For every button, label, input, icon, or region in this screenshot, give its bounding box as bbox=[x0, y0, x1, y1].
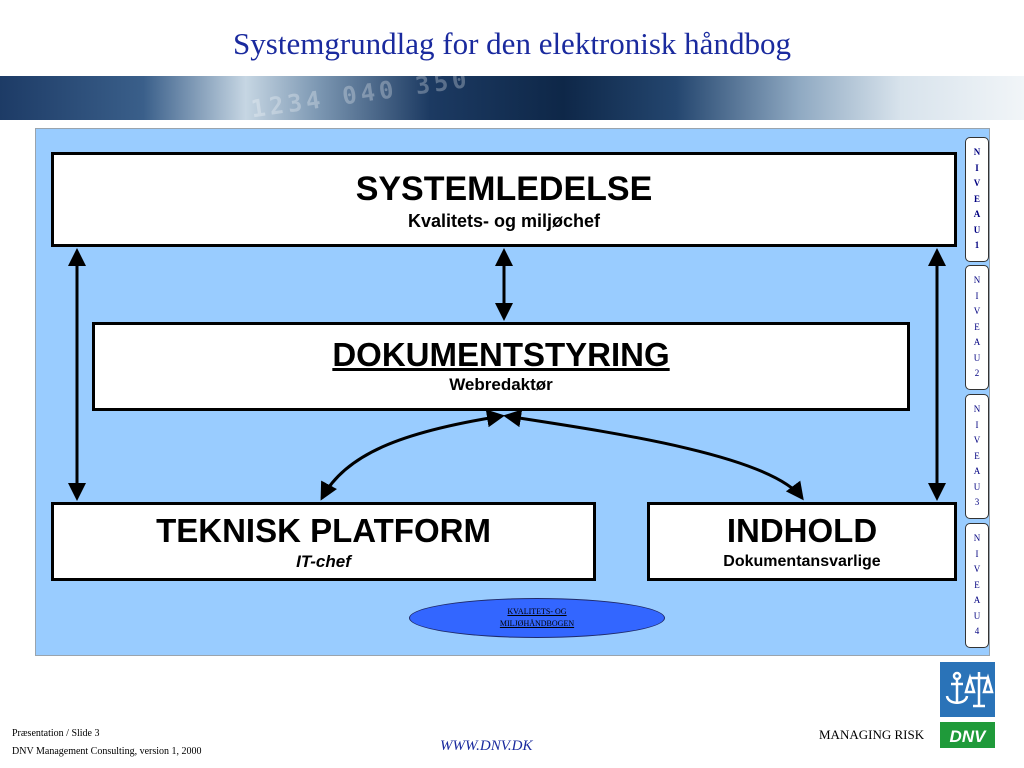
level-letter: A bbox=[973, 337, 981, 348]
indhold-box: INDHOLD Dokumentansvarlige bbox=[647, 502, 957, 581]
level-letter: 4 bbox=[974, 626, 980, 637]
dokumentstyring-box: DOKUMENTSTYRING Webredaktør bbox=[92, 322, 910, 411]
teknisk-platform-box: TEKNISK PLATFORM IT-chef bbox=[51, 502, 596, 581]
level-letter: E bbox=[973, 193, 980, 204]
level-letter: I bbox=[975, 548, 979, 559]
slide-title: Systemgrundlag for den elektronisk håndb… bbox=[233, 26, 791, 61]
level-letter: V bbox=[973, 564, 981, 575]
level-letter: 2 bbox=[974, 368, 980, 379]
logo-text: DNV bbox=[950, 727, 988, 746]
website-link[interactable]: WWW.DNV.DK bbox=[440, 738, 533, 754]
header-banner-image: 1234 040 350 bbox=[0, 76, 1024, 120]
oval-line: KVALITETS- OG bbox=[507, 607, 567, 616]
box-title: TEKNISK PLATFORM bbox=[156, 512, 491, 549]
box-subtitle: Dokumentansvarlige bbox=[723, 553, 881, 570]
box-title: INDHOLD bbox=[726, 512, 878, 549]
tagline: MANAGING RISK bbox=[819, 727, 925, 742]
level-letter: V bbox=[973, 178, 981, 189]
oval-line: MILJØHÅNDBOGEN bbox=[499, 619, 575, 628]
footer-slide-ref: Præsentation / Slide 3 bbox=[12, 728, 100, 739]
level-letter: I bbox=[975, 162, 979, 173]
level-tab-1: N I V E A U 1 bbox=[965, 137, 989, 262]
level-letter: U bbox=[973, 610, 981, 621]
level-letter: V bbox=[973, 306, 981, 317]
box-subtitle: IT-chef bbox=[296, 552, 351, 571]
level-letter: U bbox=[973, 224, 981, 235]
level-letter: N bbox=[973, 147, 981, 158]
systemledelse-box: SYSTEMLEDELSE Kvalitets- og miljøchef bbox=[51, 152, 957, 247]
box-title: DOKUMENTSTYRING bbox=[332, 336, 670, 373]
level-letter: V bbox=[973, 435, 981, 446]
level-tab-4: N I V E A U 4 bbox=[965, 523, 989, 648]
level-letter: U bbox=[973, 352, 981, 363]
level-tab-2: N I V E A U 2 bbox=[965, 265, 989, 390]
level-letter: E bbox=[974, 450, 980, 461]
level-letter: A bbox=[973, 595, 981, 606]
level-letter: N bbox=[973, 404, 981, 415]
box-subtitle: Kvalitets- og miljøchef bbox=[407, 211, 601, 231]
level-letter: E bbox=[974, 321, 980, 332]
dnv-logo: DNV bbox=[940, 662, 995, 748]
level-letter: A bbox=[973, 209, 981, 220]
level-letter: A bbox=[973, 466, 981, 477]
level-letter: 1 bbox=[974, 240, 980, 251]
box-subtitle: Webredaktør bbox=[449, 375, 553, 394]
level-letter: I bbox=[975, 419, 979, 430]
banner-text: 1234 040 350 bbox=[249, 76, 473, 120]
box-title: SYSTEMLEDELSE bbox=[355, 170, 653, 208]
footer-version: DNV Management Consulting, version 1, 20… bbox=[12, 746, 202, 757]
level-tab-3: N I V E A U 3 bbox=[965, 394, 989, 519]
anchor-icon bbox=[945, 671, 969, 704]
handbook-oval: KVALITETS- OG MILJØHÅNDBOGEN bbox=[409, 598, 665, 638]
level-letter: I bbox=[975, 290, 979, 301]
scales-icon bbox=[964, 672, 994, 708]
level-letter: 3 bbox=[974, 497, 980, 508]
level-letter: N bbox=[973, 533, 981, 544]
level-letter: N bbox=[973, 275, 981, 286]
level-letter: U bbox=[973, 481, 981, 492]
level-letter: E bbox=[974, 579, 980, 590]
